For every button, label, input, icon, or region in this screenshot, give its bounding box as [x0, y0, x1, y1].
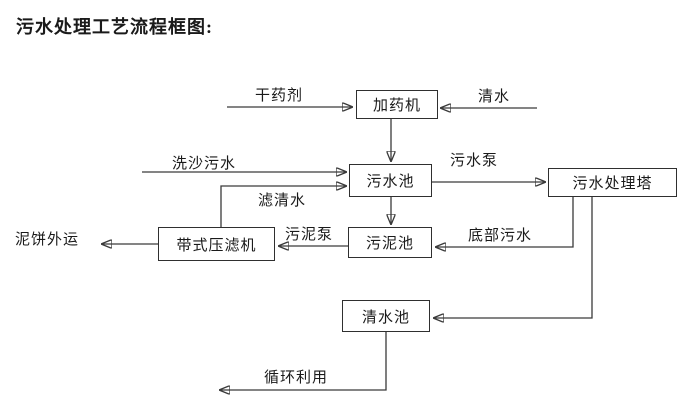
diagram-title: 污水处理工艺流程框图: — [16, 17, 213, 37]
node-sludge-pool: 污泥池 — [348, 227, 432, 258]
edge-label-dry-agent: 干药剂 — [255, 87, 304, 104]
edge-label-filtered-water: 滤清水 — [258, 192, 307, 209]
node-belt-filter-press: 带式压滤机 — [158, 227, 275, 261]
node-sewage-pool: 污水池 — [349, 164, 432, 197]
edge-label-sand-washing-sewage: 洗沙污水 — [172, 155, 237, 172]
node-clear-water-pool: 清水池 — [342, 300, 430, 332]
arrow-tower-bottom-to-sludge-pool — [436, 197, 574, 247]
edge-label-mud-cake-out: 泥饼外运 — [15, 231, 80, 248]
node-sewage-treatment-tower: 污水处理塔 — [548, 168, 677, 197]
edge-label-bottom-sewage: 底部污水 — [468, 227, 533, 244]
edge-label-clear-water: 清水 — [478, 88, 511, 105]
node-dosing-machine: 加药机 — [356, 90, 438, 119]
edge-label-sewage-pump: 污水泵 — [450, 152, 499, 169]
arrow-filtered-water-to-sewage-pool — [220, 186, 346, 227]
edge-label-sludge-pump: 污泥泵 — [285, 226, 334, 243]
edge-label-recycle-use: 循环利用 — [264, 369, 329, 386]
arrow-recycle-use — [220, 332, 387, 390]
arrow-tower-to-clear-pool — [434, 197, 593, 318]
